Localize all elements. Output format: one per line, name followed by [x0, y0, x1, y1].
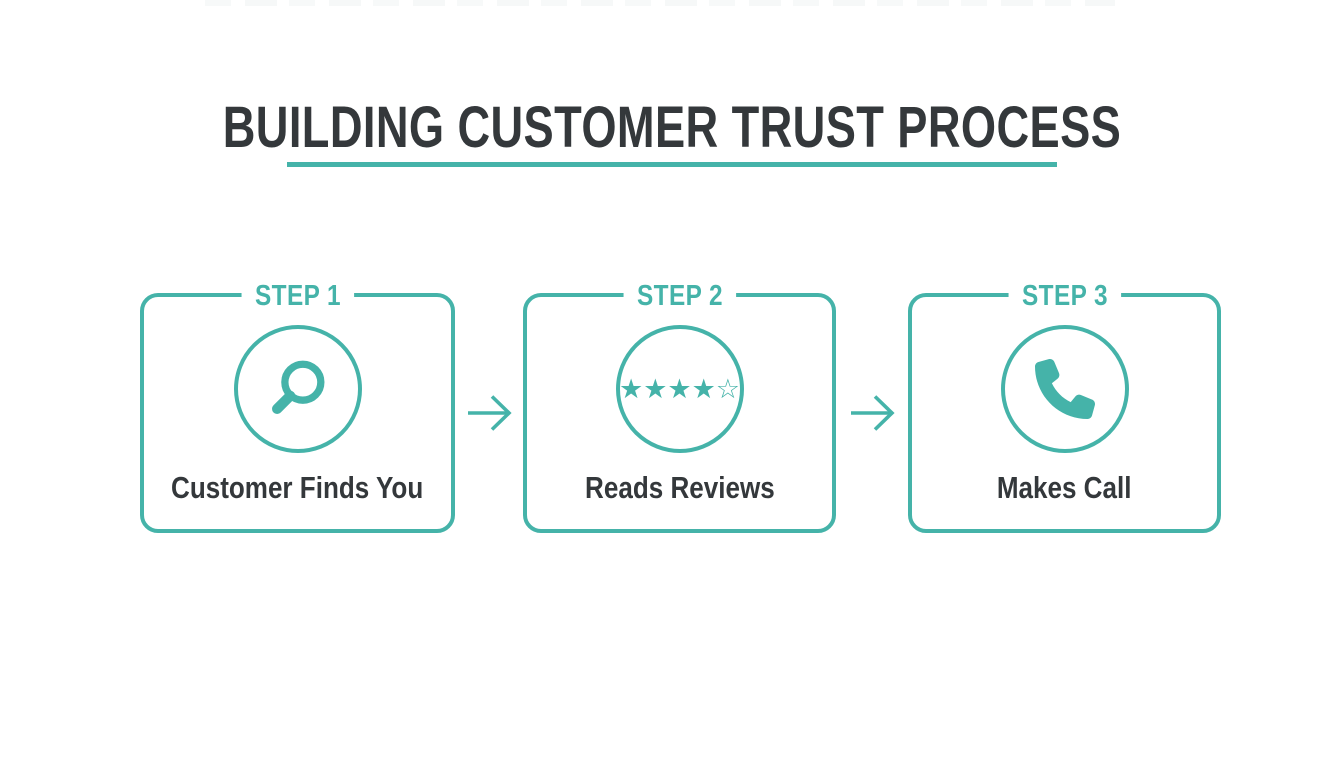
step-card-1: STEP 1 Customer Finds You [140, 280, 455, 533]
header: BUILDING CUSTOMER TRUST PROCESS [0, 0, 1344, 168]
step-3-label: STEP 3 [1008, 280, 1121, 312]
step-1-label: STEP 1 [241, 280, 354, 312]
step-1-caption: Customer Finds You [171, 470, 424, 505]
cropped-text-artifact [205, 0, 1115, 6]
step-2-caption: Reads Reviews [584, 470, 775, 505]
step-1-icon-circle [233, 325, 362, 453]
step-2-label: STEP 2 [623, 280, 736, 312]
step-card-2: STEP 2 ★★★★☆ Reads Reviews [523, 280, 836, 533]
star-rating-icon: ★★★★☆ [618, 373, 741, 405]
step-2-icon-circle: ★★★★☆ [615, 325, 744, 453]
page-title: BUILDING CUSTOMER TRUST PROCESS [222, 95, 1122, 160]
title-underline [287, 162, 1057, 168]
step-3-caption: Makes Call [997, 470, 1132, 505]
phone-icon [1034, 359, 1095, 419]
right-arrow-icon [849, 393, 895, 433]
right-arrow-icon [466, 393, 512, 433]
step-card-3: STEP 3 Makes Call [908, 280, 1221, 533]
flow-arrow-2 [849, 393, 895, 433]
flow-arrow-1 [466, 393, 512, 433]
magnifier-icon [264, 355, 332, 423]
step-3-icon-circle [1000, 325, 1129, 453]
